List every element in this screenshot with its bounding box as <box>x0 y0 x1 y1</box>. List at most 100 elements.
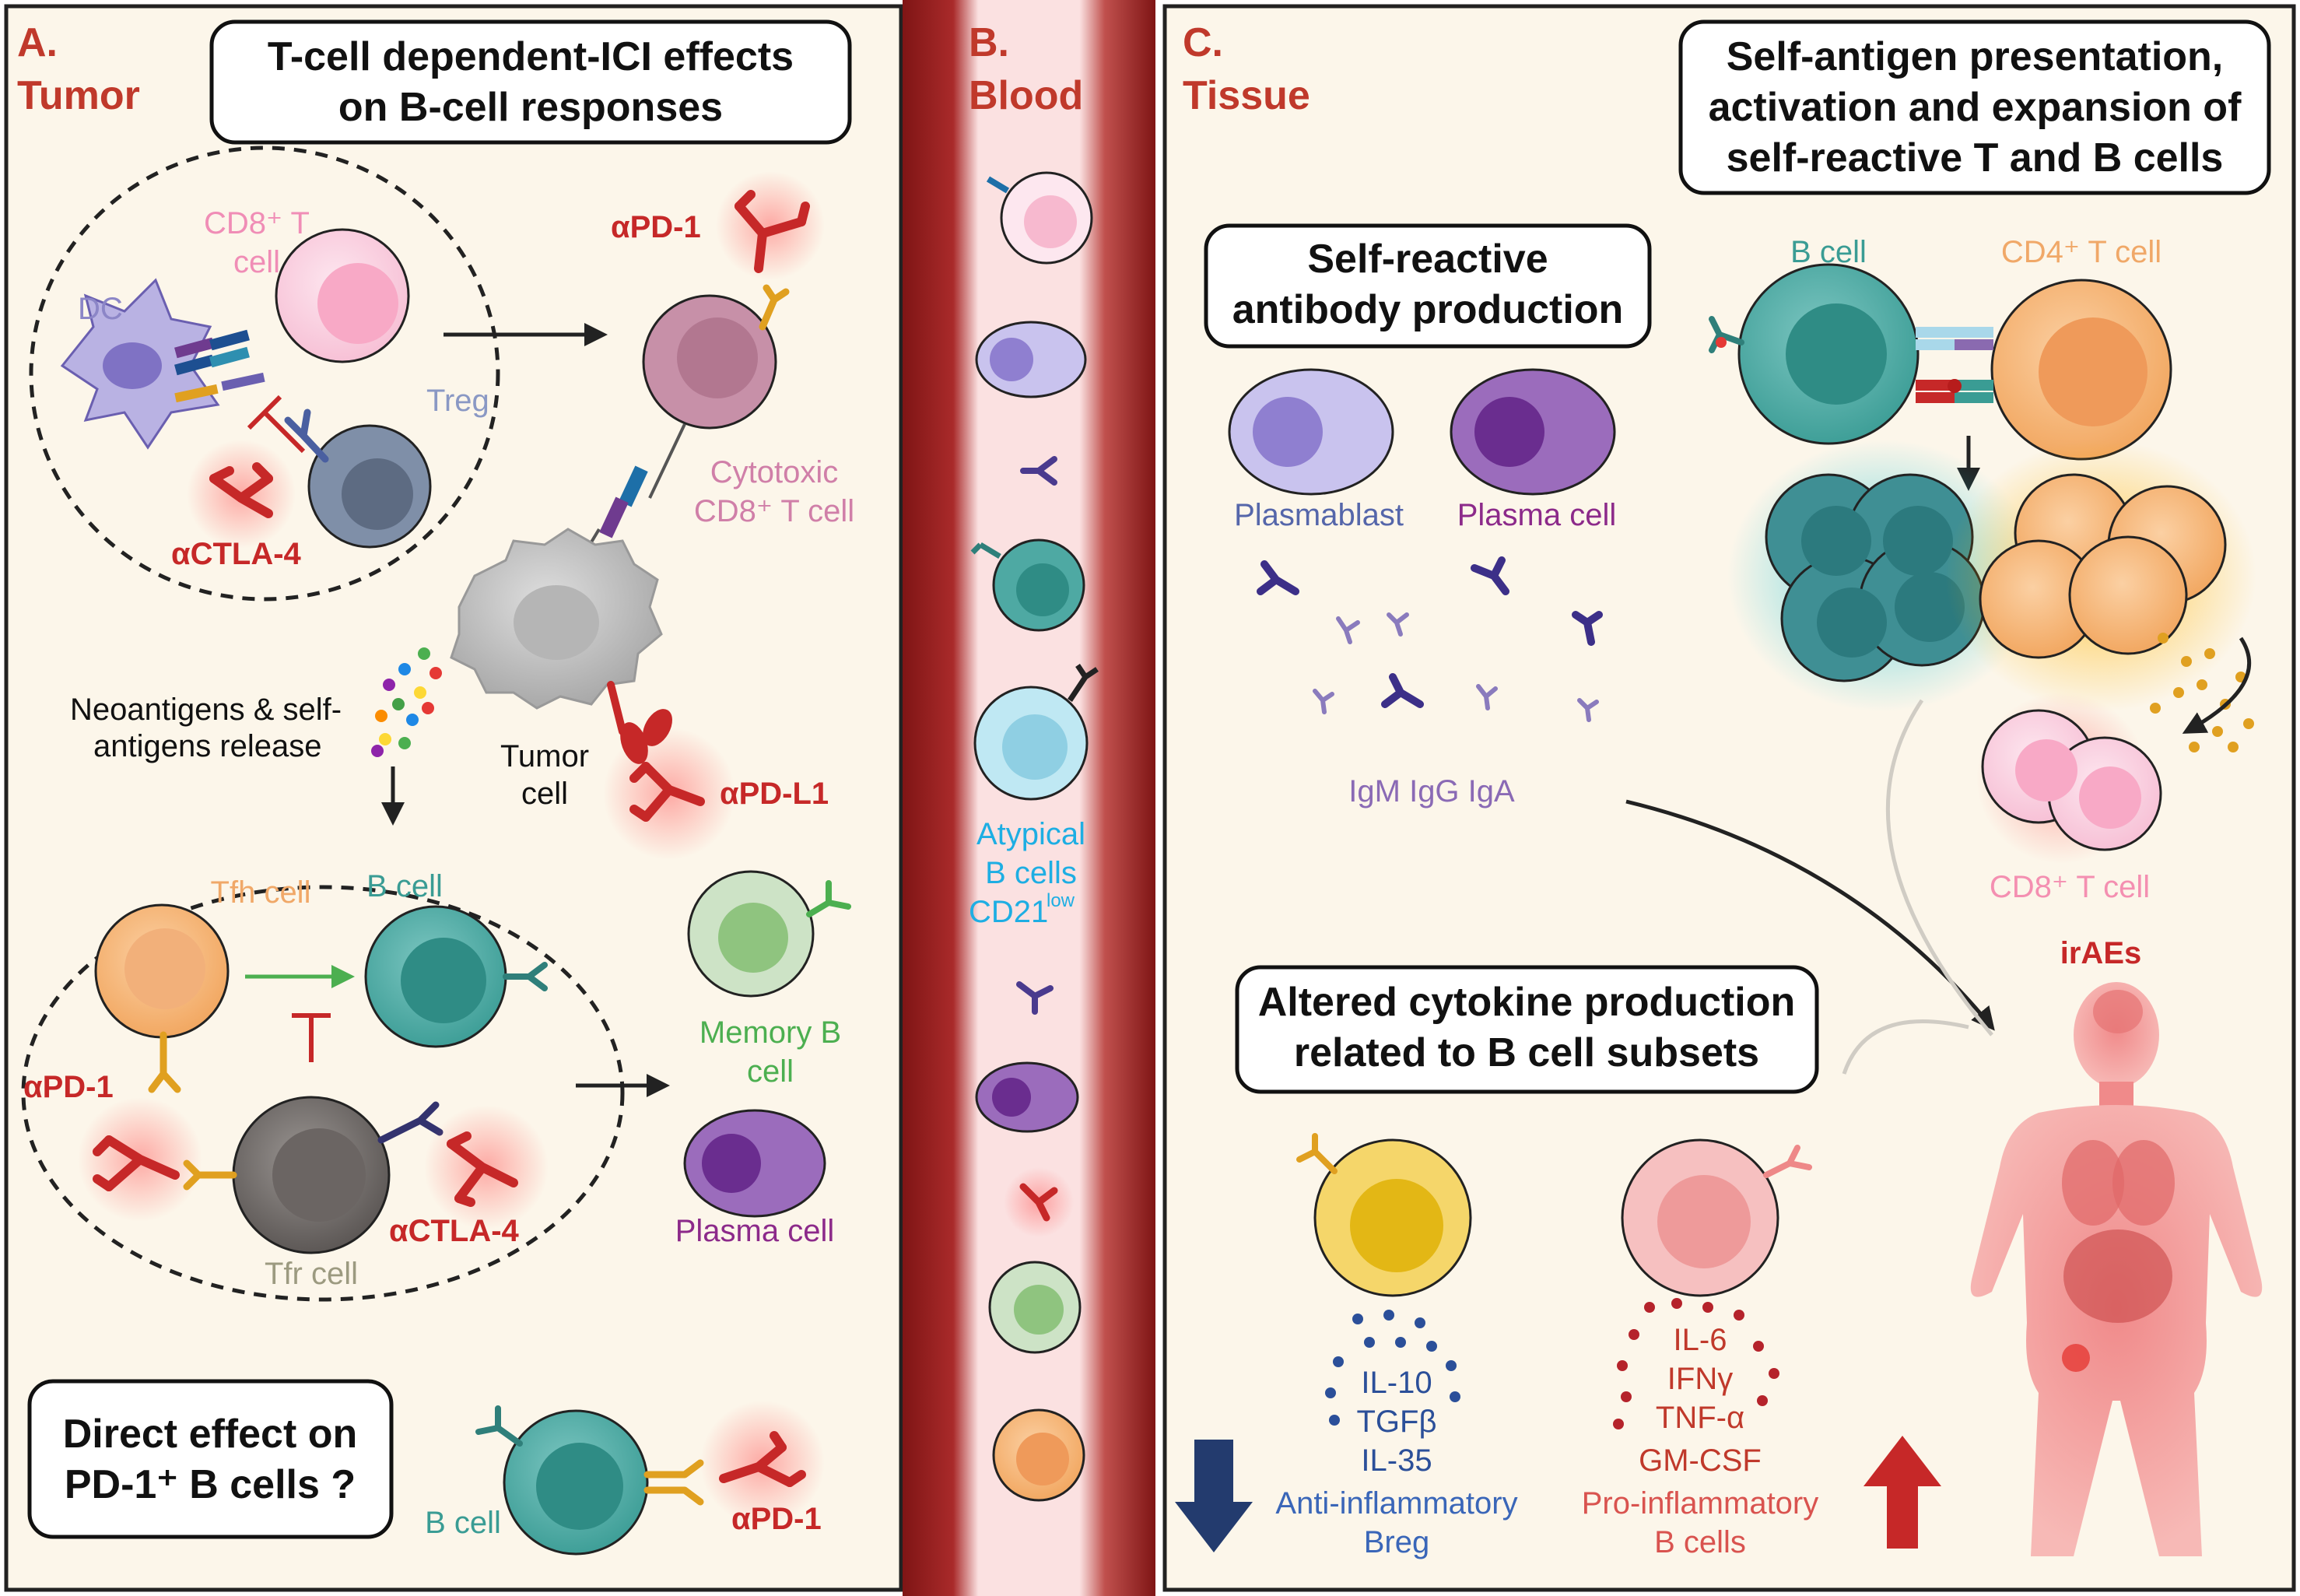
tfh-nucleus <box>124 928 205 1009</box>
blood-memory-nucleus <box>1014 1285 1064 1335</box>
tfh-label: Tfh cell <box>211 875 311 910</box>
pdl1-domain <box>620 722 648 764</box>
cd8-label-line2: cell <box>233 245 280 279</box>
tissue-cd8-nucleus-1 <box>2015 739 2077 802</box>
apd1-top-antibody-icon <box>735 190 810 273</box>
mhc-tcr-complex <box>174 329 265 403</box>
cytokine-box <box>1235 965 1819 1094</box>
pro-bcell-nucleus <box>1657 1175 1751 1268</box>
tumor-header-letter: A. <box>17 20 58 65</box>
bcr-memory <box>806 880 851 917</box>
blood-antibody-3-icon <box>1019 1183 1058 1222</box>
tissue-cd4-label: CD4⁺ T cell <box>2001 235 2162 269</box>
tumor-germinal-niche <box>21 885 625 1302</box>
tfr-label: Tfr cell <box>265 1257 358 1291</box>
blood-header-name: Blood <box>969 73 1083 118</box>
apdl1-label: αPD-L1 <box>720 777 829 811</box>
tfr-inhibition-bar <box>292 1013 331 1062</box>
human-body-icon <box>1970 982 2263 1556</box>
atypical-label-line2: B cells <box>985 856 1077 890</box>
tumor-upper-niche <box>29 146 500 602</box>
tissue-plasma-nucleus <box>1474 397 1544 467</box>
tissue-cd8-nucleus-2 <box>2079 766 2141 829</box>
tumor-nucleus <box>514 585 599 660</box>
atypical-label-sup: low <box>1047 890 1075 911</box>
expanded-tcell-cluster <box>1979 473 2227 659</box>
panel-tissue: C. Tissue Self-antigen presentation, act… <box>1162 4 2296 1592</box>
tissue-cd4-nucleus <box>2039 317 2147 426</box>
cytokine-line2: related to B cell subsets <box>1294 1030 1759 1075</box>
actla4-top-label: αCTLA-4 <box>171 537 302 571</box>
neoantigen-label-line2: antigens release <box>93 729 322 763</box>
apd1-mid-label: αPD-1 <box>23 1070 114 1104</box>
apd1-bottom-label: αPD-1 <box>731 1502 822 1536</box>
small-antibodies-icon <box>1313 612 1599 722</box>
tissue-mhc-tcr <box>1916 327 1993 403</box>
treg-nucleus <box>342 458 413 530</box>
actla4-bottom-label: αCTLA-4 <box>389 1214 520 1248</box>
dc-label: DC <box>78 292 123 326</box>
arrow-cd8-activation <box>2182 637 2252 734</box>
pd1-receptor-top <box>759 284 790 331</box>
atypical-label-line3: CD21 <box>969 895 1048 929</box>
tissue-plasmablast-nucleus <box>1253 397 1323 467</box>
dc-nucleus <box>103 342 162 389</box>
apd1-top-label: αPD-1 <box>611 210 701 244</box>
tumor-title-line1: T-cell dependent-ICI effects <box>268 34 794 79</box>
blood-atypical-nucleus <box>1002 714 1068 780</box>
pro-cytokine-3: TNF-α <box>1656 1401 1744 1435</box>
treg-label: Treg <box>426 384 489 418</box>
iraes-label: irAEs <box>2060 936 2142 970</box>
blood-header-letter: B. <box>969 20 1009 65</box>
selfreactive-line2: antibody production <box>1232 287 1624 332</box>
breg-bcr <box>1296 1133 1338 1174</box>
bcr-mid <box>503 962 548 991</box>
arrow-down-icon <box>1175 1440 1253 1552</box>
pro-cytokine-4: GM-CSF <box>1639 1443 1762 1478</box>
plasmablast-label: Plasmablast <box>1234 498 1404 532</box>
anti-inflammatory-line2: Breg <box>1364 1525 1430 1559</box>
tumor-title-box <box>209 19 852 145</box>
actla4-top-antibody-icon <box>209 462 273 518</box>
arrow-cytokine-to-irae <box>1842 1019 1969 1075</box>
apd1-top-glow <box>716 171 825 280</box>
pd1-receptor-tfh <box>148 1031 181 1093</box>
tissue-header-name: Tissue <box>1183 73 1310 118</box>
direct-effect-box <box>27 1379 394 1539</box>
selfreactive-line1: Self-reactive <box>1307 237 1548 282</box>
blood-atypical-bcr <box>1068 664 1099 702</box>
isotypes-label: IgM IgG IgA <box>1348 774 1515 809</box>
pro-cytokine-1: IL-6 <box>1674 1323 1727 1357</box>
pdl1-domain2 <box>643 709 672 746</box>
treg-inhibition-bar <box>247 395 306 454</box>
cytotoxic-nucleus <box>677 317 758 398</box>
antigen-dots <box>371 647 442 757</box>
blood-antibody-2-icon <box>1016 981 1054 1015</box>
breg-nucleus <box>1350 1179 1443 1272</box>
apd1-mid-antibody-icon <box>93 1135 180 1191</box>
tumor-title-line2: on B-cell responses <box>338 85 723 130</box>
cytokine-line1: Altered cytokine production <box>1258 980 1796 1025</box>
pro-cytokine-2: IFNγ <box>1667 1362 1733 1396</box>
panel-tumor: A. Tumor T-cell dependent-ICI effects on… <box>4 4 903 1592</box>
tumor-label-line1: Tumor <box>500 739 589 773</box>
bcell-label-mid: B cell <box>366 869 443 903</box>
memory-label-line1: Memory B <box>699 1015 841 1050</box>
panel-blood: B. Blood Atypical B cells CD21 low <box>903 0 1155 1596</box>
cytokine-dots-tcell <box>2150 633 2254 752</box>
blood-antibody-1-icon <box>1020 456 1057 486</box>
plasma-label-tumor: Plasma cell <box>675 1214 835 1248</box>
bcell-mid-nucleus <box>401 938 486 1023</box>
neoantigen-label-line1: Neoantigens & self- <box>70 693 342 727</box>
ctla4-receptor <box>284 409 329 463</box>
atypical-label-line1: Atypical <box>976 817 1085 851</box>
tumor-header-name: Tumor <box>17 73 140 118</box>
blood-bcell-nucleus <box>1016 563 1069 616</box>
arrow-up-icon <box>1863 1436 1941 1549</box>
presentation-line3: self-reactive T and B cells <box>1727 135 2224 181</box>
self-reactive-antibodies-icon <box>1257 556 1603 708</box>
actla4-bottom-antibody-icon <box>447 1131 518 1207</box>
direct-effect-line1: Direct effect on <box>63 1412 358 1457</box>
breg-cytokine-dots <box>1325 1310 1460 1426</box>
